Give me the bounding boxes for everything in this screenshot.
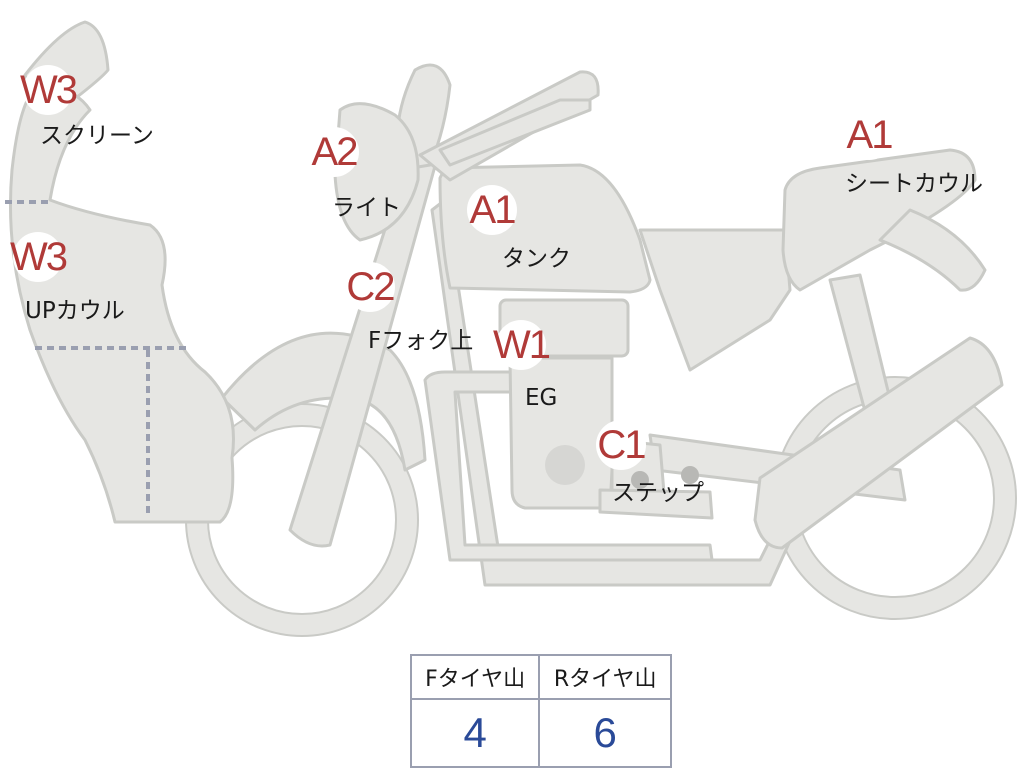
muffler bbox=[753, 336, 1004, 550]
step-code: C1 bbox=[597, 423, 646, 467]
screen-code: W3 bbox=[20, 68, 78, 112]
seatcowl-code-badge: A1 bbox=[844, 110, 894, 160]
headlight bbox=[333, 102, 420, 242]
seat bbox=[781, 148, 977, 292]
front-fork bbox=[288, 146, 442, 548]
step-code-badge: C1 bbox=[596, 420, 647, 470]
tank-code: A1 bbox=[469, 188, 517, 232]
seatcowl-code: A1 bbox=[846, 113, 894, 157]
upcowl-code-badge: W3 bbox=[10, 232, 68, 282]
tank-label: タンク bbox=[502, 246, 571, 272]
ffork-label: Fフォク上 bbox=[368, 328, 474, 354]
light-label: ライト bbox=[332, 195, 401, 221]
seatcowl-label: シートカウル bbox=[845, 171, 983, 197]
ffork-code-badge: C2 bbox=[345, 262, 396, 312]
front-tire-value: 4 bbox=[409, 698, 541, 768]
tank-code-badge: A1 bbox=[467, 185, 517, 235]
rear-tire-value: 6 bbox=[538, 698, 672, 768]
light-code-badge: A2 bbox=[309, 127, 359, 177]
screen-code-badge: W3 bbox=[20, 65, 78, 115]
engine-label: EG bbox=[525, 385, 558, 411]
step-label: ステップ bbox=[612, 480, 704, 506]
engine-code: W1 bbox=[493, 323, 551, 367]
upcowl-label: UPカウル bbox=[25, 298, 125, 324]
rear-subframe bbox=[638, 228, 792, 372]
upcowl-code: W3 bbox=[10, 235, 68, 279]
tire-tread-table: Fタイヤ山 Rタイヤ山 4 6 bbox=[409, 654, 672, 768]
upper-cowl bbox=[8, 88, 235, 524]
screen-label: スクリーン bbox=[40, 123, 154, 149]
ffork-code: C2 bbox=[346, 265, 395, 309]
rear-tire-header: Rタイヤ山 bbox=[538, 654, 672, 700]
light-code: A2 bbox=[311, 130, 359, 174]
front-tire-header: Fタイヤ山 bbox=[409, 654, 541, 700]
footrest bbox=[598, 488, 714, 520]
engine-code-badge: W1 bbox=[493, 320, 551, 370]
